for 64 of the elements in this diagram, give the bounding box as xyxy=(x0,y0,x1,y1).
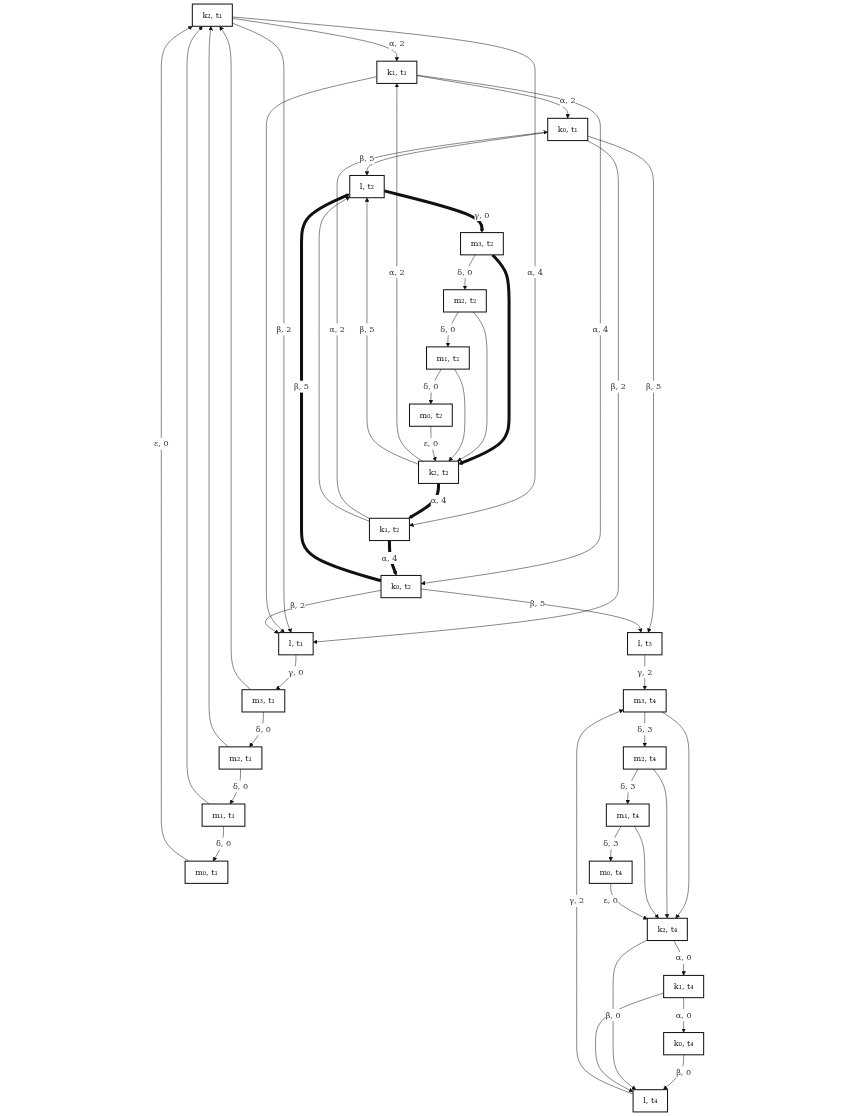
edge-label: δ, 3 xyxy=(602,838,618,849)
edge-label: β, 2 xyxy=(610,381,626,392)
node-box: k₁, t₂ xyxy=(368,517,410,542)
edge-label: β, 5 xyxy=(293,381,309,392)
edge-label: β, 2 xyxy=(276,324,292,334)
edge-label: δ, 0 xyxy=(255,724,271,734)
edge-label: β, 0 xyxy=(675,1067,691,1077)
edge-label: ε, 0 xyxy=(603,895,618,906)
edge-label: β, 5 xyxy=(645,381,661,392)
node-box: m₂, t₄ xyxy=(622,746,667,770)
node-box: l, t₃ xyxy=(626,632,663,656)
node-box: m₀, t₂ xyxy=(408,403,453,427)
edge-label: γ, 0 xyxy=(288,667,304,677)
edge-label: δ, 0 xyxy=(215,838,231,849)
edge-label: α, 2 xyxy=(559,95,576,106)
edge-label: δ, 3 xyxy=(619,781,635,792)
node-box: m₁, t₄ xyxy=(605,803,650,827)
edge-label: β, 5 xyxy=(359,324,375,334)
edge-label: δ, 0 xyxy=(232,781,248,792)
edge-label: γ, 0 xyxy=(474,210,490,220)
arrow xyxy=(383,189,484,233)
edge-label: α, 4 xyxy=(430,495,447,506)
node-box: m₀, t₁ xyxy=(184,860,228,884)
node-box: m₁, t₁ xyxy=(201,803,246,827)
edge-label: γ, 2 xyxy=(568,895,584,906)
edge-label: β, 0 xyxy=(605,1010,621,1020)
node-box: k₂, t₄ xyxy=(646,917,688,942)
node-box: k₂, t₂ xyxy=(417,460,459,484)
node-box: m₃, t₄ xyxy=(622,689,667,713)
node-box: k₀, t₁ xyxy=(546,117,588,142)
node-box: l, t₁ xyxy=(277,632,314,656)
node-box: k₀, t₂ xyxy=(380,574,422,599)
node-box: m₃, t₂ xyxy=(459,232,504,256)
node-box: l, t₄ xyxy=(632,1089,668,1113)
edge-label: α, 4 xyxy=(381,552,397,563)
edge-label: β, 5 xyxy=(529,598,545,608)
node-box: l, t₂ xyxy=(348,174,385,199)
node-box: k₂, t₁ xyxy=(191,3,233,27)
edge-label: α, 4 xyxy=(526,267,543,277)
edge-label: α, 2 xyxy=(328,324,345,334)
edge-label: ε, 0 xyxy=(423,438,438,449)
edge-label: β, 2 xyxy=(289,600,305,611)
node-box: m₃, t₁ xyxy=(241,689,285,713)
edge-label: α, 0 xyxy=(675,952,692,963)
node-box: m₂, t₂ xyxy=(442,289,487,313)
edge-label: α, 2 xyxy=(388,38,405,49)
edge-label: ε, 0 xyxy=(153,438,169,449)
node-box: m₀, t₄ xyxy=(588,860,633,884)
edge-label: β, 5 xyxy=(359,152,375,163)
node-box: k₁, t₁ xyxy=(376,60,417,84)
edge-label: α, 2 xyxy=(388,267,405,277)
arrow xyxy=(387,540,397,576)
node-box: k₁, t₄ xyxy=(662,974,704,999)
edge-label: δ, 3 xyxy=(636,724,652,734)
arrow xyxy=(408,483,440,519)
edge-label: γ, 2 xyxy=(636,667,652,677)
edge-label: δ, 0 xyxy=(422,381,439,392)
node-box: m₂, t₁ xyxy=(218,746,263,770)
node-box: m₁, t₂ xyxy=(425,346,470,370)
edge-label: δ, 0 xyxy=(456,267,473,277)
edge-label: α, 0 xyxy=(675,1010,692,1020)
edge-label: δ, 0 xyxy=(439,324,456,334)
node-box: k₀, t₄ xyxy=(662,1032,704,1056)
edge-label: α, 4 xyxy=(592,324,608,334)
